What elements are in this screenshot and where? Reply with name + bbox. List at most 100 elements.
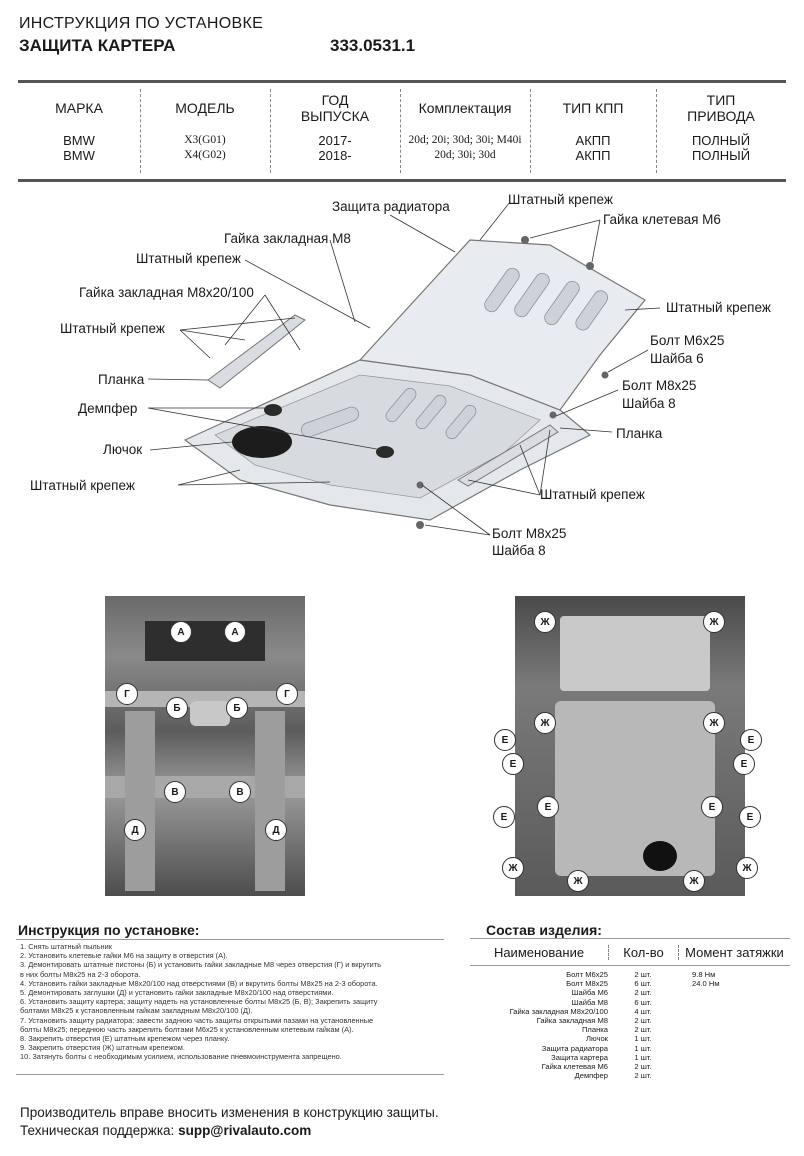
part-qty: 2 шт. xyxy=(634,1062,652,1071)
footer-support: Техническая поддержка: supp@rivalauto.co… xyxy=(20,1123,311,1138)
part-name: Защита радиатора xyxy=(541,1043,608,1053)
label-washer-6: Шайба 6 xyxy=(650,351,704,366)
spec-col-drive: ТИП ПРИВОДА ПОЛНЫЙ ПОЛНЫЙ xyxy=(656,83,786,179)
composition-row: Планка 2 шт. xyxy=(470,1025,790,1035)
spec-header: ТИП ПРИВОДА xyxy=(687,92,755,124)
part-qty: 6 шт. xyxy=(634,979,652,989)
spec-value: 20d; 20i; 30d; 30i; M40i 20d; 30i; 30d xyxy=(408,134,522,161)
col-header-qty: Кол-во xyxy=(608,944,678,960)
marker-g: Г xyxy=(116,683,138,705)
label-plate: Планка xyxy=(616,426,663,441)
col-header-name: Наименование xyxy=(493,944,585,960)
marker-a: А xyxy=(170,621,192,643)
part-name: Шайба М8 xyxy=(571,997,608,1007)
part-qty: 1 шт. xyxy=(634,1052,652,1062)
label-std-fastener: Штатный крепеж xyxy=(30,478,135,493)
spec-col-year: ГОД ВЫПУСКА 2017- 2018- xyxy=(270,83,400,179)
instructions-title: Инструкция по установке: xyxy=(18,922,200,938)
composition-title: Состав изделия: xyxy=(486,922,602,938)
marker-b: Б xyxy=(226,697,248,719)
spec-value: ПОЛНЫЙ ПОЛНЫЙ xyxy=(691,133,751,163)
instruction-step: болтами М8х25 к установленным гайкам зак… xyxy=(20,1006,253,1016)
spec-header: ГОД ВЫПУСКА xyxy=(300,92,370,124)
part-torque xyxy=(678,1071,738,1081)
marker-e: Е xyxy=(493,806,515,828)
marker-d: Д xyxy=(124,819,146,841)
part-name: Лючок xyxy=(585,1034,608,1044)
spec-header: Комплектация xyxy=(418,100,512,116)
support-label: Техническая поддержка: xyxy=(20,1123,175,1138)
spec-header: ТИП КПП xyxy=(562,100,624,116)
spec-value: BMW BMW xyxy=(63,133,95,163)
instruction-step: 4. Установить гайки закладные М8х20/100 … xyxy=(20,978,378,988)
plate-right-shape xyxy=(457,424,559,487)
part-qty: 2 шт. xyxy=(634,970,652,979)
marker-v: В xyxy=(164,781,186,803)
part-torque: 24.0 Нм xyxy=(692,979,720,989)
label-hatch: Лючок xyxy=(103,442,143,457)
marker-zh: Ж xyxy=(703,712,725,734)
instruction-step: 3. Демонтировать штатные пистоны (Б) и у… xyxy=(20,960,382,970)
support-email[interactable]: supp@rivalauto.com xyxy=(178,1123,312,1138)
label-washer-8: Шайба 8 xyxy=(622,396,676,411)
label-std-fastener: Штатный крепеж xyxy=(136,251,241,266)
product-code: 333.0531.1 xyxy=(330,36,416,55)
label-bolt-m6: Болт М6х25 xyxy=(650,333,725,348)
label-std-fastener: Штатный крепеж xyxy=(508,192,613,207)
part-torque: 9.8 Нм xyxy=(692,970,716,979)
marker-e: Е xyxy=(494,729,516,751)
marker-zh: Ж xyxy=(534,712,556,734)
composition-row: Защита радиатора 1 шт. xyxy=(470,1044,790,1054)
doc-subtitle: ИНСТРУКЦИЯ ПО УСТАНОВКЕ xyxy=(19,15,264,32)
label-std-fastener: Штатный крепеж xyxy=(60,321,165,336)
marker-v: В xyxy=(229,781,251,803)
part-qty: 2 шт. xyxy=(634,1025,652,1035)
instruction-step: 5. Демонтировать заглушки (Д) и установи… xyxy=(20,988,334,998)
part-name: Болт М6х25 xyxy=(566,970,608,979)
vehicle-spec-table: МАРКА BMW BMW МОДЕЛЬ X3(G01) X4(G02) ГОД… xyxy=(18,80,786,182)
marker-e: Е xyxy=(701,796,723,818)
part-name: Демпфер xyxy=(574,1071,608,1081)
underbody-photo-right xyxy=(515,596,745,896)
marker-d: Д xyxy=(265,819,287,841)
label-nut-m8: Гайка закладная М8 xyxy=(224,231,351,246)
part-qty: 2 шт. xyxy=(634,988,652,998)
part-name: Планка xyxy=(581,1025,608,1035)
spec-header: МОДЕЛЬ xyxy=(175,100,235,116)
instruction-step: 9. Закрепить отверстия (Ж) штатным крепе… xyxy=(20,1043,185,1053)
marker-e: Е xyxy=(537,796,559,818)
part-qty: 6 шт. xyxy=(634,997,652,1007)
marker-zh: Ж xyxy=(502,857,524,879)
label-plate: Планка xyxy=(98,372,145,387)
spec-col-make: МАРКА BMW BMW xyxy=(18,83,140,179)
instruction-step: 7. Установить защиту радиатора: завести … xyxy=(20,1015,374,1025)
marker-g: Г xyxy=(276,683,298,705)
instructions-list: 1. Снять штатный пыльник 2. Установить к… xyxy=(16,939,444,1075)
label-washer-8: Шайба 8 xyxy=(492,543,546,558)
marker-e: Е xyxy=(740,729,762,751)
marker-e: Е xyxy=(502,753,524,775)
part-qty: 2 шт. xyxy=(634,1016,652,1025)
label-radiator-guard: Защита радиатора xyxy=(332,199,450,214)
exploded-diagram xyxy=(147,201,661,536)
label-bolt-m8: Болт М8х25 xyxy=(622,378,697,393)
part-qty: 1 шт. xyxy=(634,1043,652,1053)
footer-disclaimer: Производитель вправе вносить изменения в… xyxy=(20,1105,439,1120)
instruction-step: 1. Снять штатный пыльник xyxy=(20,942,112,951)
label-cage-nut-m6: Гайка клетевая М6 xyxy=(603,212,721,227)
part-qty: 4 шт. xyxy=(634,1006,652,1016)
spec-col-gearbox: ТИП КПП АКПП АКПП xyxy=(530,83,656,179)
instruction-step: 6. Установить защиту картера; защиту над… xyxy=(20,997,378,1007)
composition-row: Шайба М8 6 шт. xyxy=(470,998,790,1008)
part-qty: 1 шт. xyxy=(634,1034,652,1044)
label-std-fastener: Штатный крепеж xyxy=(540,487,645,502)
spec-value: 2017- 2018- xyxy=(318,133,352,163)
marker-a: А xyxy=(224,621,246,643)
marker-zh: Ж xyxy=(534,611,556,633)
label-damper: Демпфер xyxy=(78,401,138,416)
